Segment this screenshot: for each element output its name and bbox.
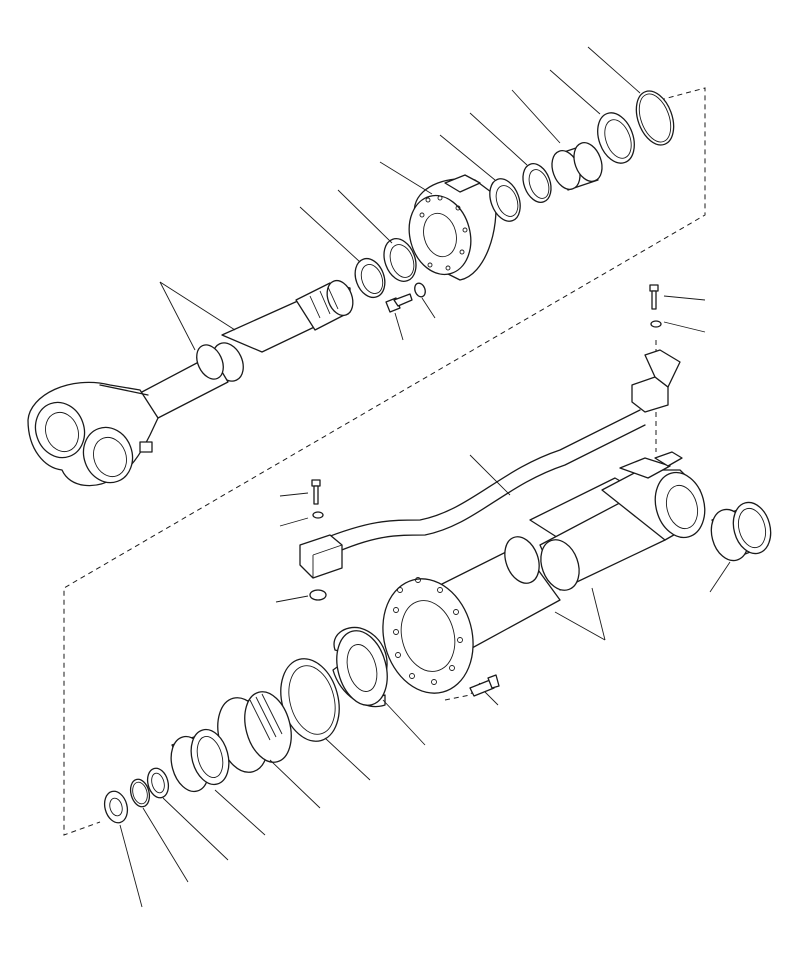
o-ring-bottom xyxy=(129,778,151,808)
tube-bushing xyxy=(710,501,772,562)
nut xyxy=(103,790,129,824)
bolt-small xyxy=(385,293,413,313)
piston-seal xyxy=(170,728,230,793)
rod-seal-2 xyxy=(597,112,635,164)
bushing xyxy=(551,142,603,191)
o-ring-large xyxy=(635,90,675,146)
retaining-ring xyxy=(354,257,386,299)
piston xyxy=(217,691,292,773)
wiper xyxy=(489,178,521,222)
cylinder-head xyxy=(408,174,497,281)
rod-seal xyxy=(383,238,417,282)
leader-lines xyxy=(119,46,731,908)
o-ring-small xyxy=(275,589,327,603)
bolt-pipe-upper xyxy=(649,284,706,333)
bolt-flange xyxy=(469,674,500,697)
washer-small xyxy=(414,282,426,298)
backup-ring xyxy=(522,163,552,203)
cylinder-tube xyxy=(382,451,706,694)
split-ring xyxy=(332,626,388,708)
assembly-outline xyxy=(63,87,706,836)
backup-ring-small xyxy=(146,767,170,799)
eye-rod xyxy=(27,279,354,487)
tube-pipe xyxy=(299,349,681,579)
bolt-pipe-lower xyxy=(279,479,324,527)
